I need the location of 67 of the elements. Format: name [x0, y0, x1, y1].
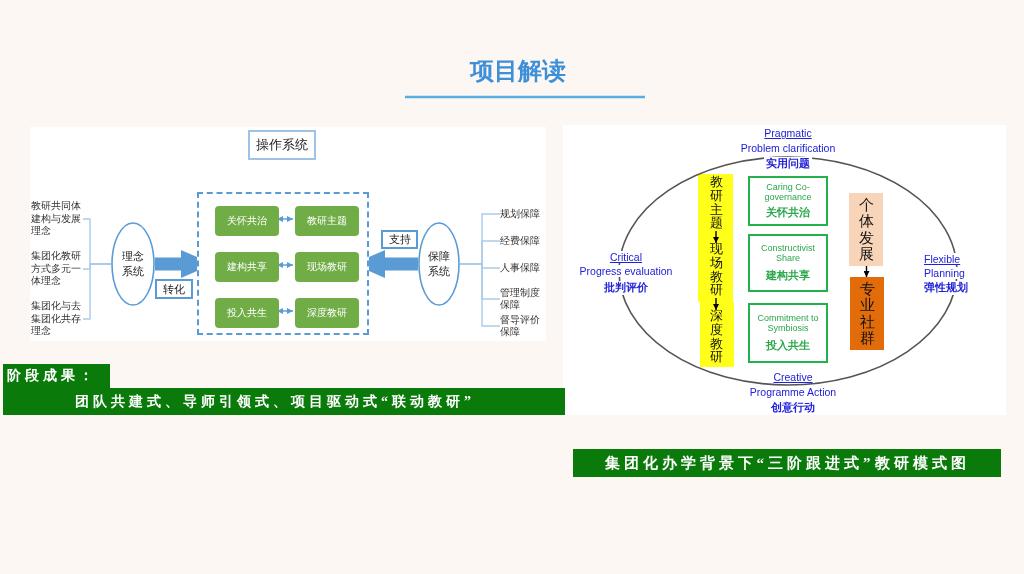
- bracket-line: [459, 263, 501, 327]
- box-label: 支持: [388, 232, 411, 247]
- connector-arrow: [863, 265, 870, 278]
- annotation-text: Programme Action: [747, 386, 839, 398]
- box-label: 经费保障: [500, 234, 540, 248]
- box-label: 专业社群: [859, 280, 875, 347]
- process-box: [215, 252, 279, 282]
- ellipse-node: [418, 222, 460, 306]
- box-label: 管理制度保障: [500, 286, 541, 312]
- tag-box: [155, 279, 193, 299]
- process-box: [295, 298, 359, 328]
- outlined-box: [748, 303, 828, 363]
- box-label: 规划保障: [500, 207, 540, 221]
- banner: 阶段成果：: [3, 364, 110, 388]
- box-label: 转化: [163, 281, 185, 297]
- box-label: 现场教研: [307, 260, 347, 274]
- annotation-text: 弹性规划: [922, 281, 970, 295]
- box-label: 督导评价保障: [500, 313, 541, 339]
- box-label: 投入共生: [227, 306, 267, 320]
- dashed-group-box: [197, 192, 369, 335]
- annotation-text: Flexible: [922, 253, 963, 265]
- annotation-text: Pragmatic: [762, 127, 814, 139]
- title: 项目解读: [468, 56, 567, 86]
- box-label: 教研主题: [307, 214, 347, 228]
- box-label: 教研主题: [709, 176, 723, 231]
- connector-arrow: [713, 230, 719, 244]
- box-label: 个体发展: [858, 196, 874, 263]
- banner: 集团化办学背景下“三阶跟进式”教研模式图: [573, 449, 1001, 477]
- upper-column-box: [849, 193, 883, 266]
- box-label: 关怀共治: [766, 204, 810, 220]
- tag-box: [381, 230, 418, 249]
- annotation-text: Progress evaluation: [577, 265, 675, 277]
- box-label: 深度教研: [307, 306, 347, 320]
- process-box: [215, 298, 279, 328]
- outlined-box: [748, 234, 828, 292]
- box-label: 保障系统: [427, 249, 451, 279]
- process-box: [295, 252, 359, 282]
- box-label: 集团化与去集团化共存理念: [31, 300, 82, 338]
- box-label: Commitment to Symbiosis: [756, 312, 820, 333]
- box-label: 深度教研: [709, 310, 723, 365]
- banner: 团队共建式、导师引领式、项目驱动式“联动教研”: [3, 388, 565, 415]
- process-box: [295, 206, 359, 236]
- heading-box: [248, 130, 316, 160]
- annotation-text: 创意行动: [769, 401, 817, 415]
- ellipse-node: [111, 222, 155, 306]
- annotation-text: Problem clarification: [738, 142, 838, 154]
- box-label: 投入共生: [766, 338, 810, 354]
- annotation-text: Critical: [607, 251, 645, 263]
- box-label: 教研共同体建构与发展理念: [31, 200, 82, 238]
- annotation-text: 批判评价: [602, 281, 650, 295]
- outlined-box: [748, 176, 828, 226]
- box-label: 建构共享: [227, 260, 267, 274]
- process-box: [215, 206, 279, 236]
- annotation-text: Planning: [922, 267, 967, 279]
- connector-arrow: [713, 297, 719, 311]
- box-label: 操作系统: [256, 136, 308, 154]
- lower-column-box: [850, 277, 884, 350]
- box-label: 建构共享: [766, 268, 810, 283]
- box-label: 理念系统: [121, 249, 145, 279]
- bracket-line: [82, 263, 112, 320]
- box-label: 关怀共治: [227, 214, 267, 228]
- box-label: 人事保障: [500, 261, 540, 275]
- annotation-text: Creative: [771, 371, 815, 383]
- box-label: Constructivist Share: [760, 243, 816, 263]
- box-label: 现场教研: [709, 243, 723, 298]
- box-label: Caring Co-governance: [763, 182, 813, 203]
- box-label: 集团化教研方式多元一体理念: [31, 250, 82, 288]
